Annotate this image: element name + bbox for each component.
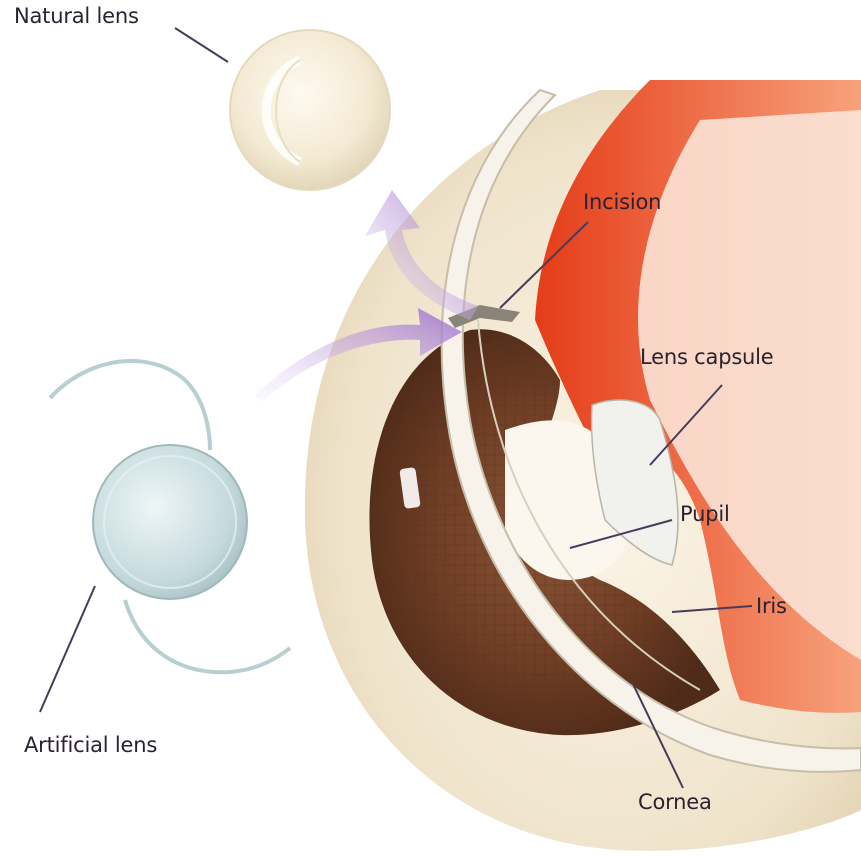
- artificial-lens-illustration: [50, 361, 290, 672]
- label-iris: Iris: [756, 594, 787, 618]
- label-cornea: Cornea: [638, 790, 712, 814]
- label-lens-capsule: Lens capsule: [640, 345, 774, 369]
- leader-natural-lens: [175, 28, 228, 62]
- leader-artificial-lens: [40, 586, 95, 712]
- label-artificial-lens: Artificial lens: [24, 733, 157, 757]
- label-natural-lens: Natural lens: [14, 4, 139, 28]
- label-incision: Incision: [583, 190, 661, 214]
- label-pupil: Pupil: [680, 502, 730, 526]
- natural-lens-illustration: [230, 30, 390, 190]
